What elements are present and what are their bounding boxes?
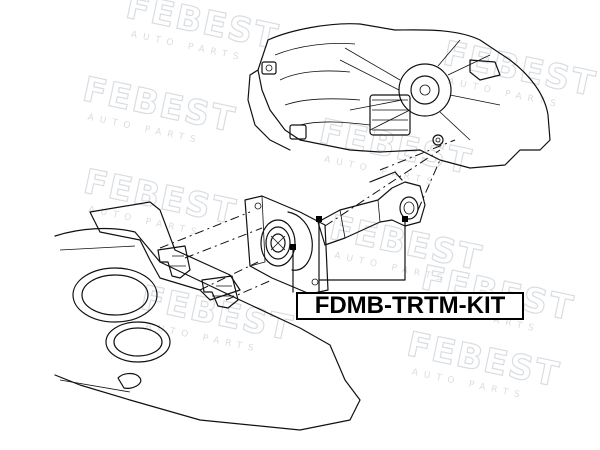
torque-rod-arm xyxy=(317,181,426,246)
mount-bushing xyxy=(260,219,296,267)
watermark-layer: FEBEST AUTO PARTS FEBEST AUTO PARTS FEBE… xyxy=(79,0,600,401)
mount-plate xyxy=(244,195,329,295)
torque-rod xyxy=(317,171,426,246)
bracket-left xyxy=(157,245,191,279)
flange-inner xyxy=(410,75,440,105)
crossmember-frame xyxy=(54,201,361,431)
bracket-right xyxy=(201,275,239,309)
part-number-label: FDMB-TRTM-KIT xyxy=(296,292,524,320)
flange-outer xyxy=(398,63,452,117)
ring-small xyxy=(105,321,171,363)
ring-large xyxy=(72,267,158,323)
leader-lines xyxy=(290,216,408,293)
mount-plate-assembly xyxy=(244,195,329,295)
alignment-lines xyxy=(159,139,456,301)
slot-hole xyxy=(117,372,142,389)
rod-end-bushing xyxy=(399,196,419,220)
transmission-housing xyxy=(247,23,551,169)
